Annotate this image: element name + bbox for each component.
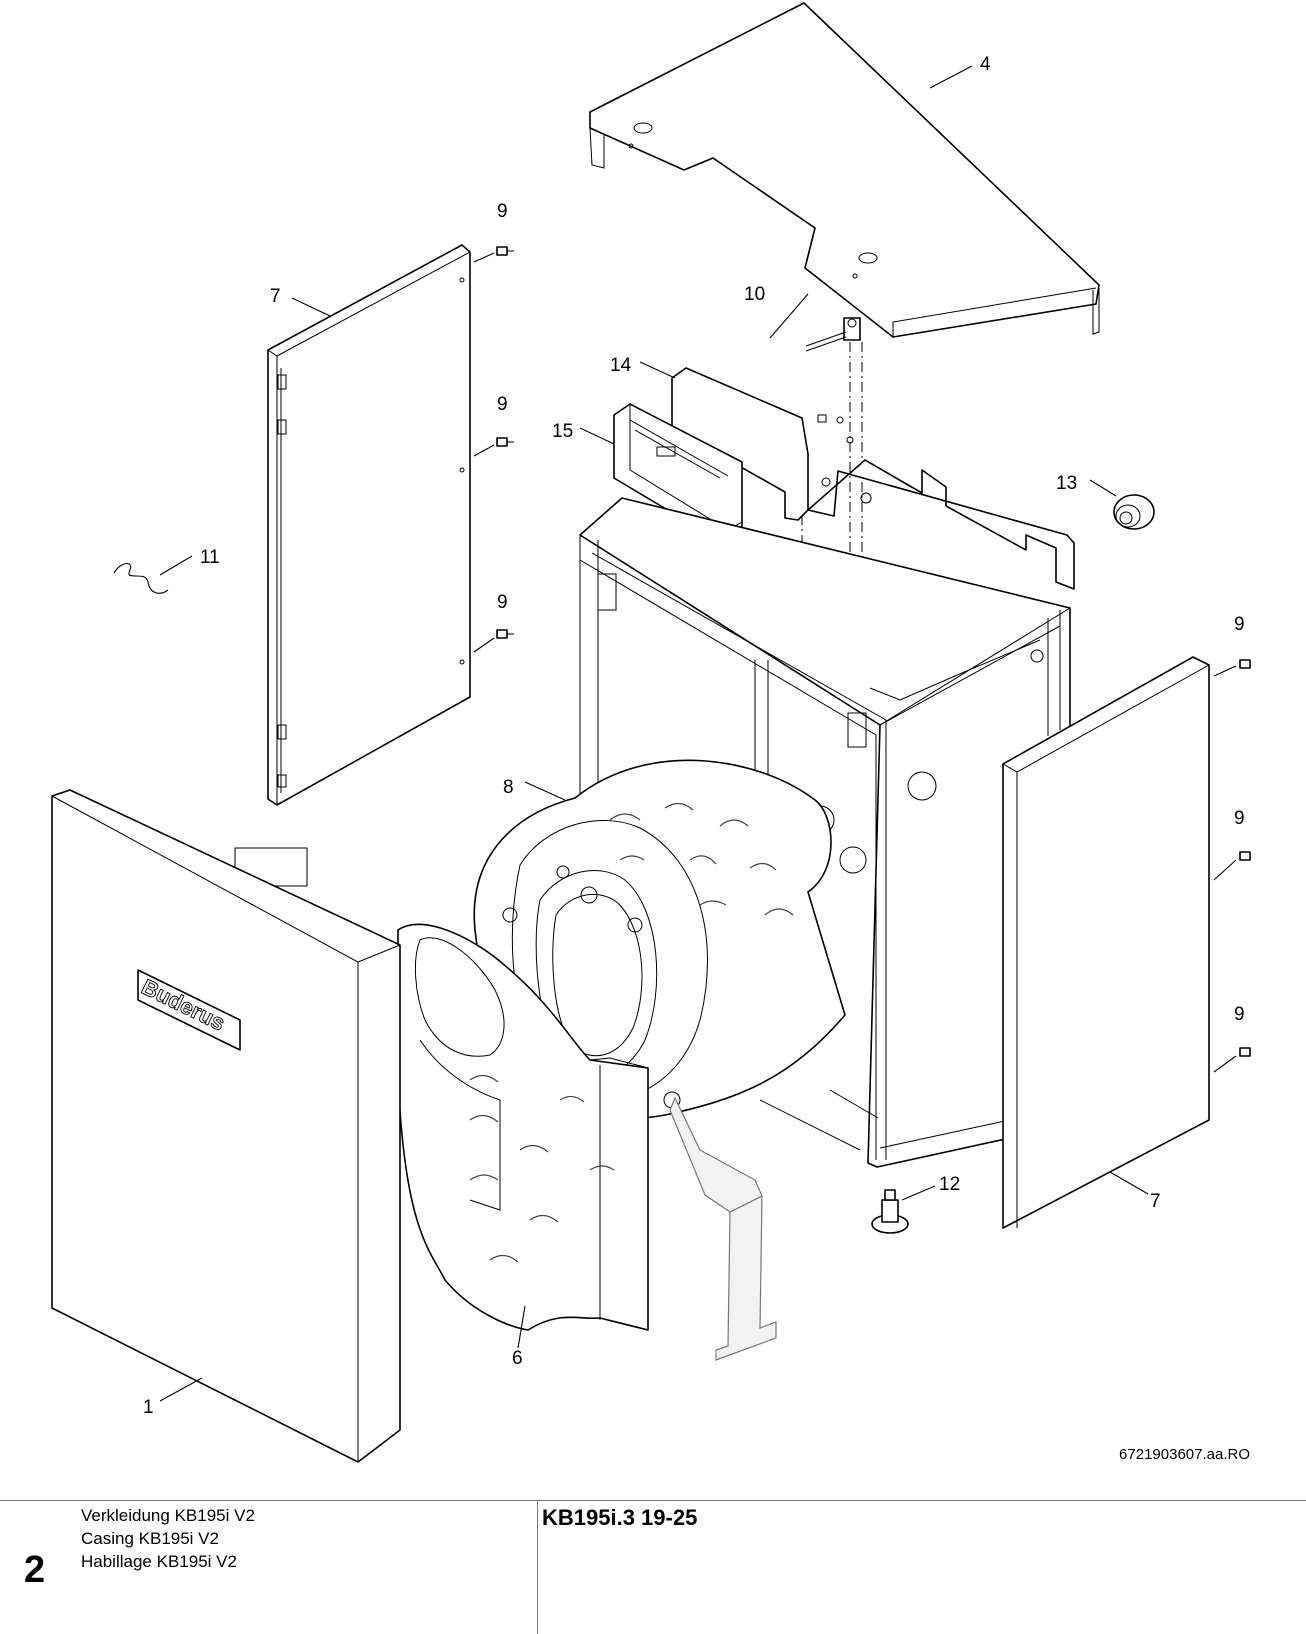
side-panel-left xyxy=(267,244,471,806)
drawing-id: 6721903607.aa.RO xyxy=(1119,1446,1250,1463)
model-name: KB195i.3 19-25 xyxy=(542,1505,698,1530)
sensor-holder xyxy=(805,317,861,352)
title-english: Casing KB195i V2 xyxy=(81,1529,219,1548)
hook xyxy=(113,563,169,594)
callout-9-f: 9 xyxy=(1234,1004,1245,1025)
callout-10: 10 xyxy=(744,284,765,305)
top-cover xyxy=(589,2,1100,339)
front-panel: Buderus xyxy=(51,789,401,1463)
footer: 2 Verkleidung KB195i V2 Casing KB195i V2… xyxy=(0,1500,1306,1634)
adjustable-foot xyxy=(871,1189,909,1234)
footer-divider xyxy=(537,1501,538,1634)
part-group-titles: Verkleidung KB195i V2 Casing KB195i V2 H… xyxy=(81,1504,255,1573)
callout-labels: 4 9 7 10 14 9 15 13 11 9 9 8 9 9 12 7 6 … xyxy=(143,54,1245,1418)
callout-9-c: 9 xyxy=(497,592,508,613)
callout-8: 8 xyxy=(503,777,514,798)
callout-6: 6 xyxy=(512,1348,523,1369)
page-number: 2 xyxy=(24,1549,46,1591)
front-insulation-door xyxy=(234,847,649,1331)
callout-11: 11 xyxy=(200,547,220,568)
title-french: Habillage KB195i V2 xyxy=(81,1552,237,1571)
floor-bracket-ghost xyxy=(669,1096,777,1361)
callout-9-d: 9 xyxy=(1234,614,1245,635)
callout-7-right: 7 xyxy=(1150,1191,1161,1212)
screws-left xyxy=(473,246,514,653)
exploded-view-diagram: Buderus xyxy=(51,2,1251,1463)
grommet xyxy=(1113,494,1155,530)
callout-9-b: 9 xyxy=(497,394,508,415)
callout-9-e: 9 xyxy=(1234,808,1245,829)
callout-4: 4 xyxy=(980,54,991,75)
callout-9-a: 9 xyxy=(497,201,508,222)
callout-14: 14 xyxy=(610,355,632,376)
callout-7-left: 7 xyxy=(270,286,281,307)
screws-right xyxy=(1213,659,1251,1073)
leader-lines xyxy=(159,65,1149,1402)
rear-panel xyxy=(671,367,1075,590)
title-german: Verkleidung KB195i V2 xyxy=(81,1506,255,1525)
callout-12: 12 xyxy=(939,1174,960,1195)
callout-1: 1 xyxy=(143,1397,154,1418)
side-panel-right xyxy=(1002,656,1210,1229)
callout-13: 13 xyxy=(1056,473,1077,494)
callout-15: 15 xyxy=(552,421,573,442)
